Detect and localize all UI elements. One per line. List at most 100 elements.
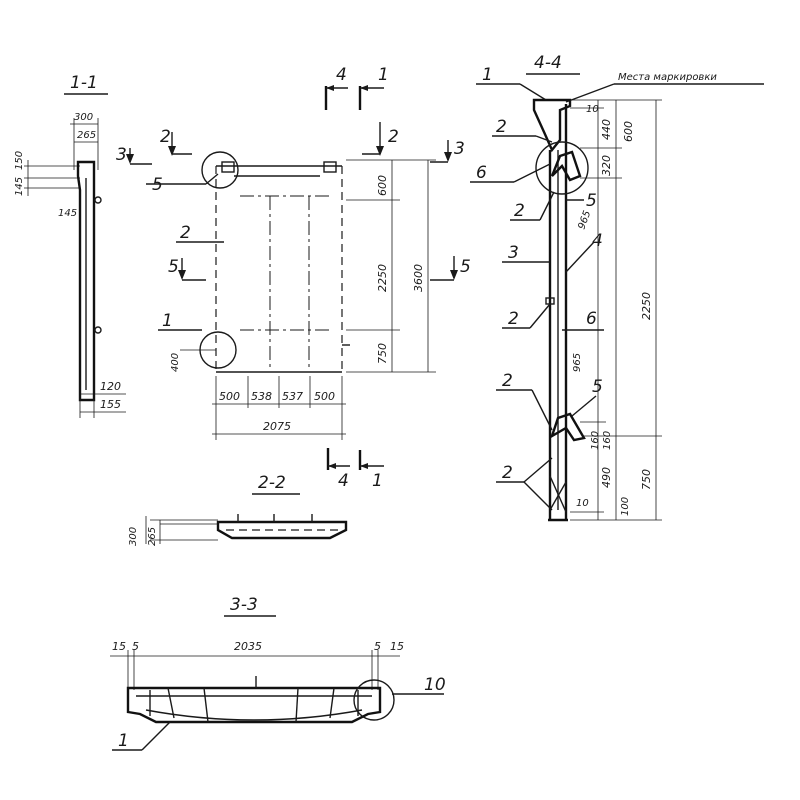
dim-537: 537 <box>282 390 303 403</box>
dim-600-plan: 600 <box>376 175 389 196</box>
cut-1-bottom-head <box>360 463 368 469</box>
callout-1-s33-leader-b <box>141 721 171 751</box>
section-4-4-rib-bottom <box>549 412 586 442</box>
cut-2-right-head <box>376 146 384 156</box>
callout-2-e: 2 <box>502 463 513 483</box>
callout-1-s44: 1 <box>482 65 493 85</box>
callout-2-c-leader-b <box>529 303 551 329</box>
callout-2-d-leader-b <box>531 389 553 431</box>
section-3-3-profile <box>126 686 382 724</box>
callout-3: 3 <box>508 243 519 263</box>
detail-circle-s44 <box>535 141 589 195</box>
dim-160-b: 160 <box>602 431 613 450</box>
dim-160-a: 160 <box>590 431 601 450</box>
callout-5-leader-b <box>205 173 219 185</box>
cut-mark-2-left: 2 <box>160 127 171 147</box>
rib-1 <box>167 687 175 719</box>
dim-300-s22: 300 <box>128 527 139 546</box>
dim-10-top: 10 <box>586 104 599 115</box>
callout-5-s44-b: 5 <box>592 377 603 397</box>
cut-mark-2-right: 2 <box>388 127 399 147</box>
cut-mark-5-left: 5 <box>168 257 179 277</box>
cut-mark-3-left: 3 <box>116 145 127 165</box>
cut-3-right-head <box>444 152 452 162</box>
section-4-4-head <box>532 98 572 153</box>
section-3-3-title: 3-3 <box>230 595 258 615</box>
callout-2-b-leader-b <box>539 191 555 221</box>
dim-600-s44: 600 <box>622 121 635 142</box>
section-1-1: 1-1 300 265 145 150 145 120 155 <box>14 73 126 418</box>
detail-circle-top <box>201 151 239 189</box>
cut-3-left-head <box>126 154 134 164</box>
section-3-3-arc <box>145 709 363 721</box>
callout-10: 10 <box>424 675 446 695</box>
rib-2 <box>203 687 209 723</box>
rib-4 <box>329 687 335 719</box>
dim-150: 150 <box>14 151 25 170</box>
callout-6-a-leader-b <box>513 163 551 183</box>
dim-5-left: 5 <box>132 640 139 653</box>
callout-2-c: 2 <box>508 309 519 329</box>
dim-965-b: 965 <box>572 353 583 372</box>
callout-2-a: 2 <box>496 117 507 137</box>
cut-4-top-head <box>326 85 334 91</box>
dim-145: 145 <box>14 177 25 196</box>
section-2-2-title: 2-2 <box>258 473 286 493</box>
callout-4: 4 <box>592 231 603 251</box>
callout-2-b: 2 <box>514 201 525 221</box>
callout-2-e-leader-b <box>523 457 553 483</box>
dim-300: 300 <box>74 112 93 123</box>
dim-500-a: 500 <box>219 390 240 403</box>
dim-265-s22: 265 <box>147 527 158 546</box>
dim-750-s44: 750 <box>640 469 653 490</box>
rib-3 <box>295 687 299 723</box>
dim-490: 490 <box>600 467 613 488</box>
callout-2-plan: 2 <box>180 223 191 243</box>
cut-4-bottom-head <box>328 463 336 469</box>
dim-538: 538 <box>251 390 272 403</box>
dim-320: 320 <box>600 155 613 176</box>
cut-5-left-head <box>178 270 186 280</box>
dim-2250-s44: 2250 <box>640 292 653 320</box>
section-2-2-profile <box>216 520 348 540</box>
cut-mark-4-bottom: 4 <box>338 471 349 491</box>
dim-3600-plan: 3600 <box>412 264 425 292</box>
lifting-loop-left <box>221 161 235 173</box>
callout-2-d: 2 <box>502 371 513 391</box>
bottom-brace-b <box>549 481 567 511</box>
dim-10-bottom: 10 <box>576 498 589 509</box>
dim-500-b: 500 <box>314 390 335 403</box>
callout-6-a: 6 <box>476 163 487 183</box>
cut-2-left-head <box>168 146 176 156</box>
dim-15-right: 15 <box>390 640 404 653</box>
dim-100: 100 <box>620 497 631 516</box>
cut-mark-1-top: 1 <box>378 65 389 85</box>
section-1-1-bump-bottom <box>94 326 102 334</box>
lifting-loop-right <box>323 161 337 173</box>
callout-1-s44-leader-b <box>519 83 547 101</box>
dim-2035: 2035 <box>234 640 262 653</box>
bottom-brace <box>549 475 567 513</box>
callout-2-a-leader-b <box>535 135 553 143</box>
dim-145-inner: 145 <box>58 208 77 219</box>
detail-circle-10 <box>353 679 395 721</box>
section-1-1-bump-top <box>94 196 102 204</box>
dim-400: 400 <box>170 353 181 372</box>
section-1-1-title: 1-1 <box>70 73 98 93</box>
dim-2075: 2075 <box>263 420 291 433</box>
callout-4-leader <box>565 241 595 273</box>
dim-265: 265 <box>77 130 96 141</box>
cut-mark-4-top: 4 <box>336 65 347 85</box>
section-3-3: 3-3 15 5 2035 5 15 10 1 <box>110 595 446 751</box>
dim-2250-plan: 2250 <box>376 264 389 292</box>
cut-mark-5-right: 5 <box>460 257 471 277</box>
section-2-2: 2-2 300 265 <box>128 473 348 546</box>
dim-5-right: 5 <box>374 640 381 653</box>
dim-120: 120 <box>100 380 121 393</box>
dim-750-plan: 750 <box>376 343 389 364</box>
callout-2-e-leader-c <box>523 481 553 511</box>
callout-1-plan: 1 <box>162 311 173 331</box>
callout-5-s44-a: 5 <box>586 191 597 211</box>
callout-1-s33: 1 <box>118 731 129 751</box>
